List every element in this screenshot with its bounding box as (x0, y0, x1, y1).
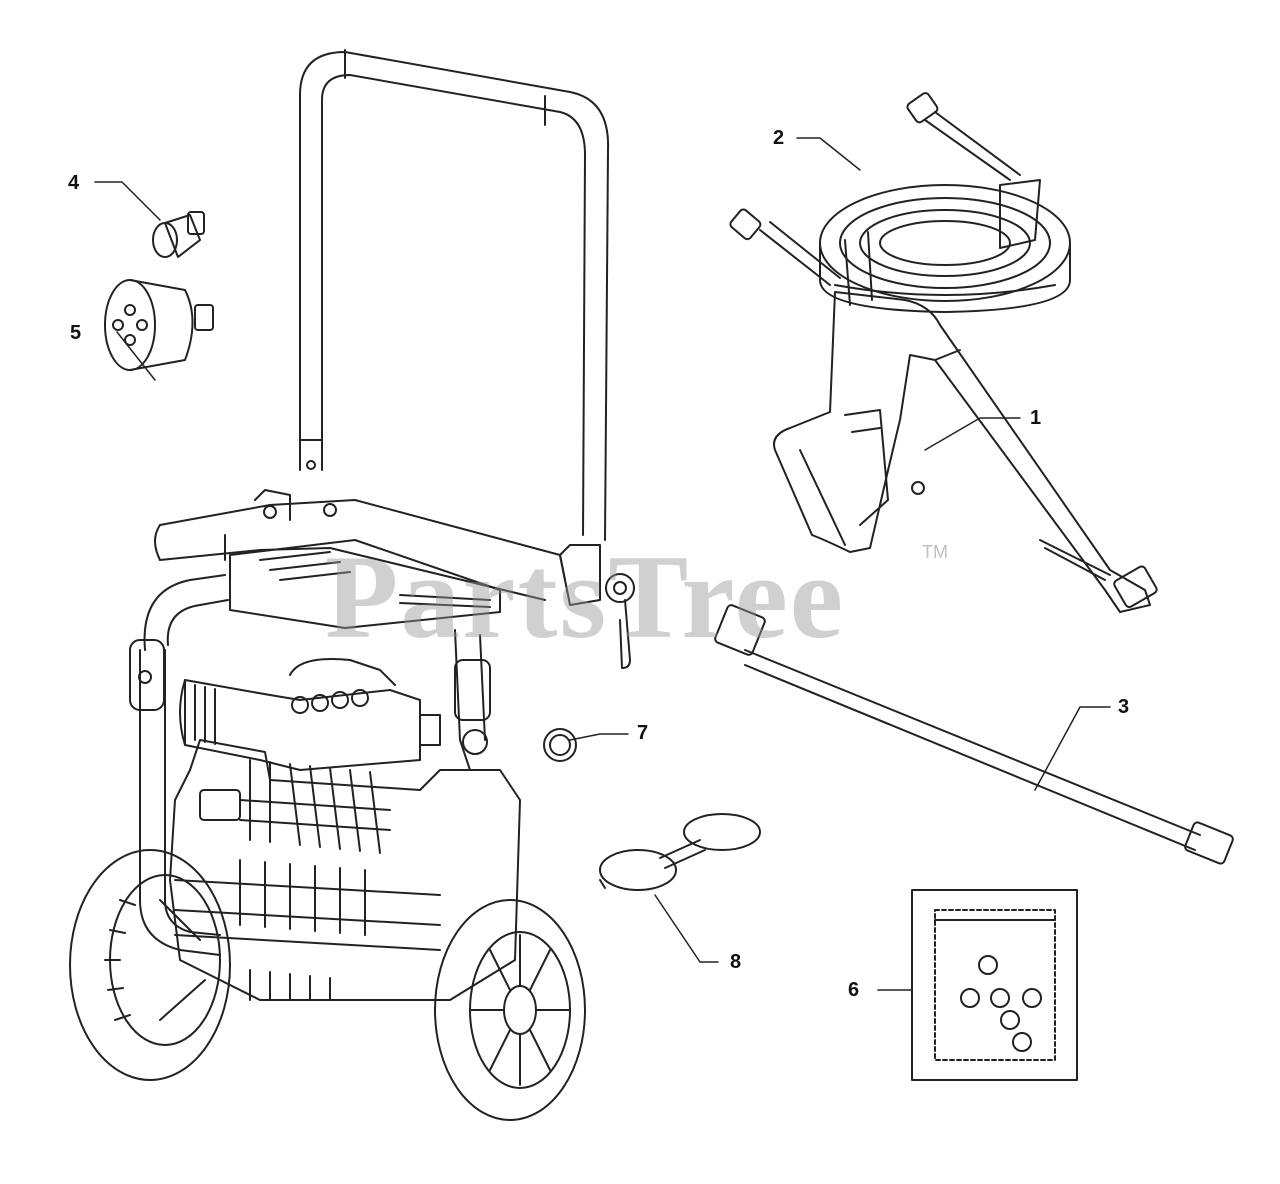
callout-5: 5 (70, 322, 82, 344)
kit-bag-illustration (911, 889, 1078, 1081)
callout-8: 8 (730, 951, 742, 973)
quick-connect-illustration (152, 211, 205, 258)
callout-7: 7 (637, 722, 649, 744)
trademark-mark: TM (922, 542, 948, 562)
cap-tether-illustration (599, 813, 761, 891)
callout-3: 3 (1118, 696, 1130, 718)
hose-illustration (729, 92, 1071, 313)
callout-1: 1 (1030, 407, 1042, 429)
callout-6: 6 (848, 979, 860, 1001)
callout-4: 4 (68, 172, 80, 194)
callout-2: 2 (773, 127, 785, 149)
pressure-washer-illustration (69, 49, 635, 1121)
wand-illustration (714, 604, 1234, 865)
leader-lines (94, 137, 1111, 991)
plug-illustration (543, 728, 577, 762)
spray-gun-illustration (773, 291, 1158, 613)
nozzle-selector-illustration (104, 279, 214, 371)
parts-tree-watermark: PartsTree (325, 530, 845, 663)
